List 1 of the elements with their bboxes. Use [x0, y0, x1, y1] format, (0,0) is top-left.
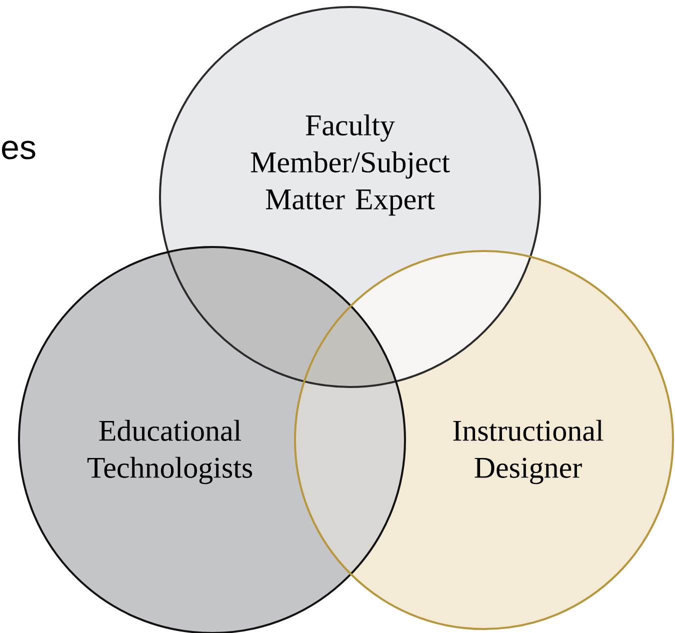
cut-off-text: es	[2, 140, 36, 160]
